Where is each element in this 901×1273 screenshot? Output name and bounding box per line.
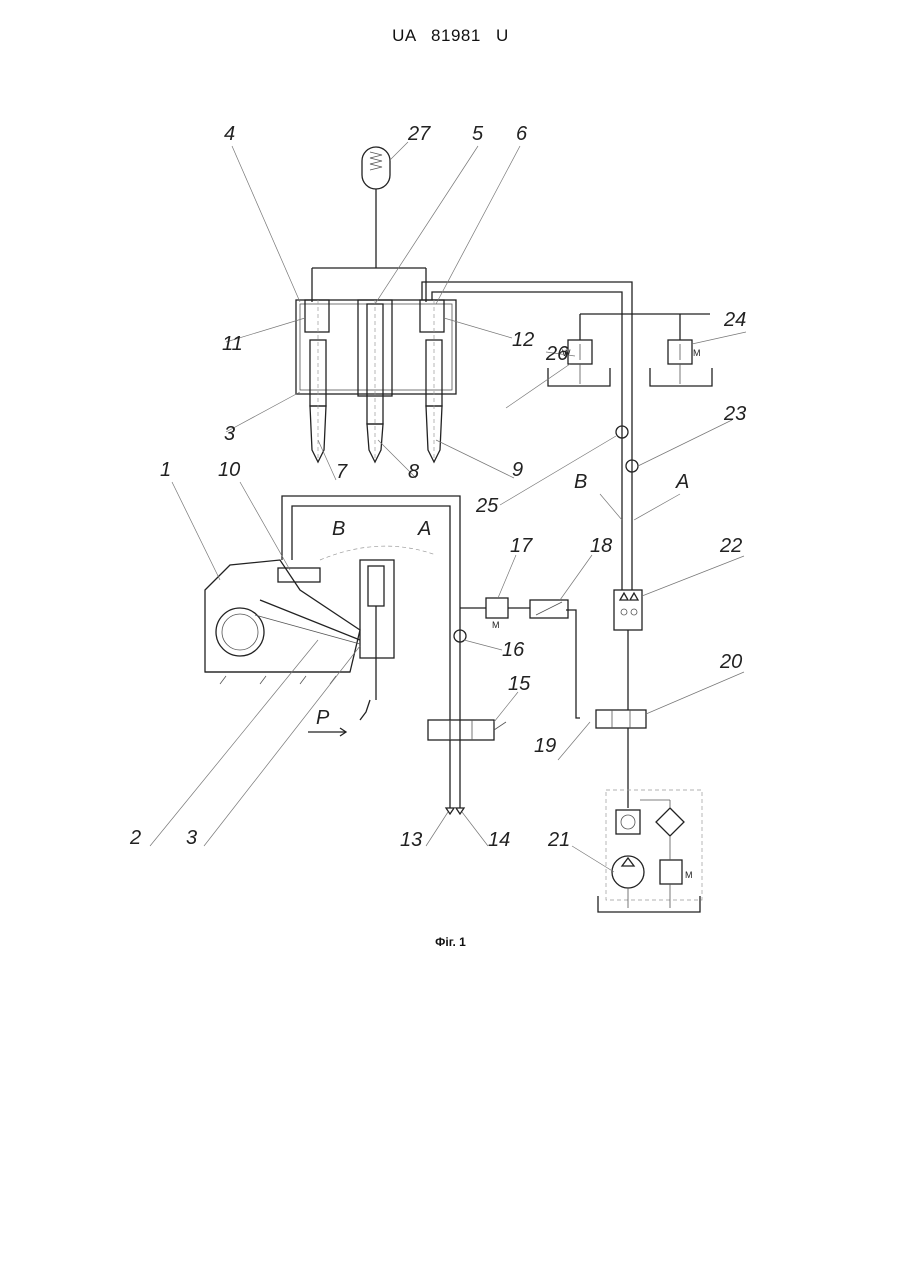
ref-20: 20 — [719, 651, 742, 673]
tractor-frame — [205, 560, 360, 684]
ref-18: 18 — [590, 535, 612, 557]
ref-6: 6 — [516, 123, 528, 145]
valve-block-22 — [614, 590, 642, 710]
ref-17: 17 — [510, 535, 533, 557]
ref-8: 8 — [408, 461, 419, 483]
throttle-18 — [508, 600, 568, 618]
ref-22: 22 — [719, 535, 742, 557]
ref-14: 14 — [488, 829, 510, 851]
pump-unit-21: M — [598, 790, 702, 912]
ref-26: 26 — [545, 343, 569, 365]
distributor-20 — [566, 610, 646, 808]
line-label-b-upper: B — [574, 471, 587, 493]
reducing-valve-17: M — [460, 598, 508, 630]
ref-1: 1 — [160, 459, 171, 481]
ref-23: 23 — [723, 403, 746, 425]
reference-numerals: 4 27 5 6 11 12 3 7 8 9 26 24 23 25 22 20… — [129, 123, 746, 851]
ref-11: 11 — [222, 333, 243, 355]
valve-mark-m-17: M — [492, 620, 500, 630]
ref-7: 7 — [336, 461, 348, 483]
ref-10: 10 — [218, 459, 240, 481]
ref-12: 12 — [512, 329, 534, 351]
ref-4: 4 — [224, 123, 235, 145]
ref-3-upper: 3 — [224, 423, 235, 445]
ref-24: 24 — [723, 309, 746, 331]
relief-valve-24: M — [650, 340, 712, 386]
ref-9: 9 — [512, 459, 523, 481]
ref-19: 19 — [534, 735, 556, 757]
upper-hydraulic-lines — [422, 282, 710, 590]
ref-3-lower: 3 — [186, 827, 197, 849]
ref-15: 15 — [508, 673, 531, 695]
direction-arrow-p: P — [308, 707, 346, 736]
directional-valve-15 — [428, 720, 506, 740]
working-cylinder — [282, 496, 460, 808]
ref-2: 2 — [129, 827, 141, 849]
line-label-a-upper: A — [675, 471, 689, 493]
direction-label: P — [316, 707, 330, 729]
line-label-a-lower: A — [417, 518, 431, 540]
ref-21: 21 — [547, 829, 570, 851]
ref-16: 16 — [502, 639, 525, 661]
leader-lines — [150, 142, 746, 872]
accumulator-27 — [362, 147, 390, 268]
valve-mark-m: M — [693, 348, 701, 358]
figure-caption: Фіг. 1 — [0, 935, 901, 949]
ref-27: 27 — [407, 123, 431, 145]
valve-mark-m-21: M — [685, 870, 693, 880]
ref-13: 13 — [400, 829, 422, 851]
ref-25: 25 — [475, 495, 499, 517]
ref-5: 5 — [472, 123, 484, 145]
line-label-b-lower: B — [332, 518, 345, 540]
